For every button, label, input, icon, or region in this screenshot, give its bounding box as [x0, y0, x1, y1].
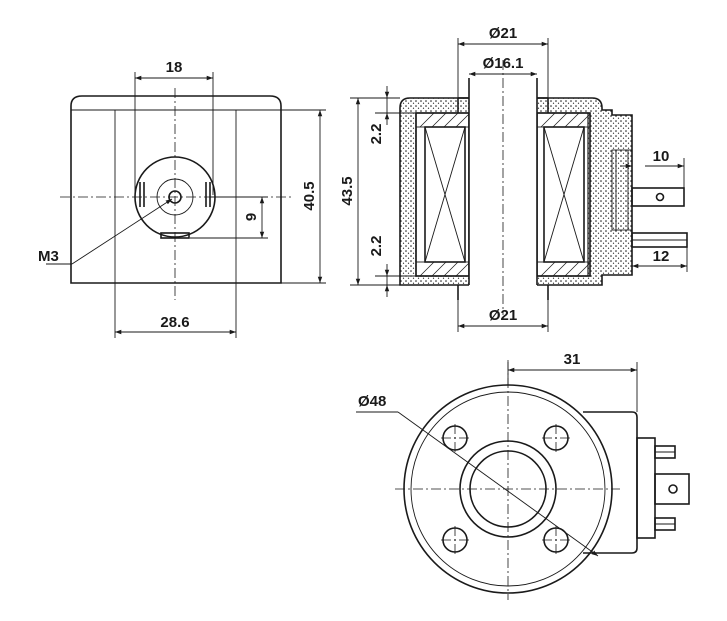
section-dim-outer-top: Ø21 [489, 25, 517, 42]
bottom-dim-length: 31 [564, 351, 581, 368]
section-dim-inner: Ø16.1 [483, 55, 524, 72]
front-body-outline [70, 95, 282, 284]
front-dim-40-5: 40.5 [301, 181, 318, 210]
front-dim-18: 18 [166, 59, 183, 76]
section-view: Ø21 Ø16.1 Ø21 43.5 2.2 2.2 10 [339, 25, 688, 332]
section-dim-wall-bottom: 2.2 [368, 236, 385, 257]
section-dim-outer-bottom: Ø21 [489, 307, 517, 324]
bottom-dim-diameter: Ø48 [358, 393, 386, 410]
section-dim-wall-top: 2.2 [368, 124, 385, 145]
section-dim-terminal-bottom: 12 [653, 248, 670, 265]
front-dim-28-6: 28.6 [160, 314, 189, 331]
section-dim-total-height: 43.5 [339, 176, 356, 205]
bottom-view: Ø48 31 [356, 351, 690, 600]
front-dim-9: 9 [243, 213, 260, 221]
front-view: 18 40.5 9 28.6 M3 [38, 59, 326, 338]
section-dim-terminal-top: 10 [653, 148, 670, 165]
front-thread-label: M3 [38, 248, 59, 265]
